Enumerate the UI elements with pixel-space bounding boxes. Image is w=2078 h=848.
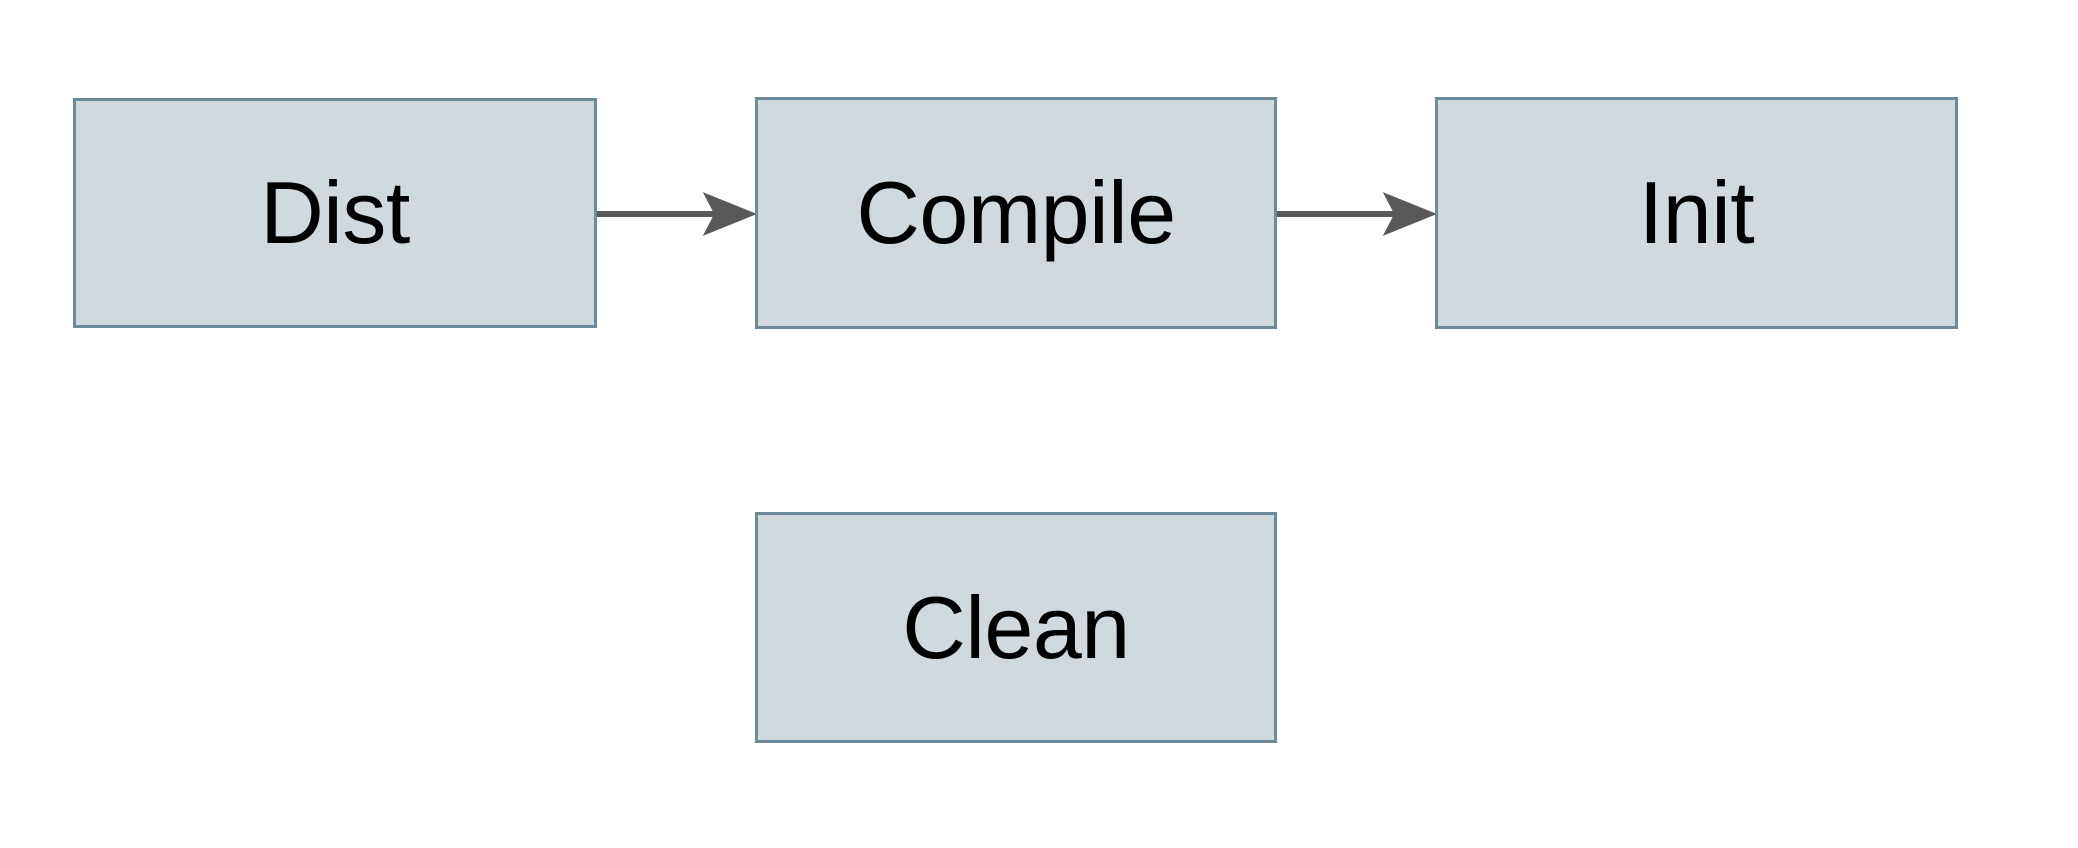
node-init[interactable]: Init — [1435, 97, 1958, 329]
node-label: Compile — [856, 163, 1176, 262]
node-label: Dist — [260, 163, 410, 262]
arrowhead-icon — [702, 192, 758, 236]
edge-dist-to-compile[interactable] — [597, 192, 758, 236]
edge-compile-to-init[interactable] — [1277, 192, 1438, 236]
node-label: Init — [1638, 163, 1755, 262]
arrowhead-icon — [1382, 192, 1438, 236]
node-dist[interactable]: Dist — [73, 98, 597, 328]
node-compile[interactable]: Compile — [755, 97, 1277, 329]
node-clean[interactable]: Clean — [755, 512, 1277, 743]
node-label: Clean — [902, 577, 1130, 677]
